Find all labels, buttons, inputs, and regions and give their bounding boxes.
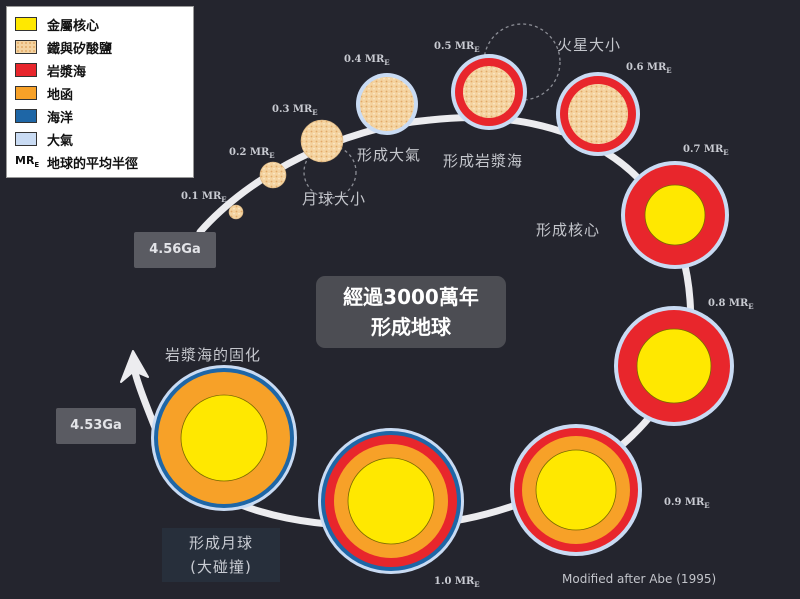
atmosphere-label: 形成大氣 <box>357 146 422 164</box>
planet-0.9 <box>510 424 642 556</box>
legend-label: 大氣 <box>47 133 74 149</box>
legend-label: 地球的平均半徑 <box>47 156 139 172</box>
arrow-head <box>120 350 149 383</box>
iron-silicate-swatch <box>15 40 37 54</box>
mantle-swatch <box>15 86 37 100</box>
mre-label-0.1: 0.1 MRE <box>181 191 227 204</box>
credit-text: Modified after Abe (1995) <box>562 572 717 586</box>
legend-item: 金屬核心 <box>15 14 99 34</box>
center-line-1: 經過3000萬年 <box>343 285 479 309</box>
planet-0.7 <box>621 161 729 269</box>
legend-label: 金屬核心 <box>47 18 100 34</box>
mre-label-0.2: 0.2 MRE <box>229 147 275 160</box>
legend-item: 鐵與矽酸鹽 <box>15 37 112 57</box>
magma-ocean-label: 形成岩漿海 <box>443 152 524 170</box>
center-line-2: 形成地球 <box>371 315 451 339</box>
legend-item: 大氣 <box>15 129 73 149</box>
legend-label: 海洋 <box>47 110 74 126</box>
mre-label-1.0: 1.0 MRE <box>434 576 480 589</box>
mars-size-outline <box>483 23 561 101</box>
core-formation-label: 形成核心 <box>536 221 601 239</box>
mre-label-0.3: 0.3 MRE <box>272 104 318 117</box>
legend-item: MRE 地球的平均半徑 <box>15 152 138 172</box>
mre-label-0.7: 0.7 MRE <box>683 144 729 157</box>
planet-solidified <box>151 365 297 511</box>
planet-0.8 <box>614 306 734 426</box>
mre-label-0.6: 0.6 MRE <box>626 62 672 75</box>
moon-formation-label: 形成月球 (大碰撞) <box>162 528 280 582</box>
mre-label-0.4: 0.4 MRE <box>344 54 390 67</box>
magma-ocean-swatch <box>15 63 37 77</box>
planet-0.6 <box>556 72 640 156</box>
end-time-box: 4.53Ga <box>56 408 136 444</box>
legend-item: 地函 <box>15 83 73 103</box>
mre-label-0.8: 0.8 MRE <box>708 298 754 311</box>
moon-size-label: 月球大小 <box>302 190 367 208</box>
mars-size-label: 火星大小 <box>557 36 622 54</box>
legend-label: 鐵與矽酸鹽 <box>47 41 113 57</box>
mre-label-0.9: 0.9 MRE <box>664 497 710 510</box>
planet-0.1 <box>228 204 244 220</box>
center-caption: 經過3000萬年 形成地球 <box>316 276 506 348</box>
planet-1.0 <box>318 428 464 574</box>
mre-label-0.5: 0.5 MRE <box>434 41 480 54</box>
atmosphere-swatch <box>15 132 37 146</box>
moon-formation-line-2: (大碰撞) <box>190 558 252 576</box>
mre-symbol: MRE <box>15 154 40 170</box>
metal-core-swatch <box>15 17 37 31</box>
legend-item: 海洋 <box>15 106 73 126</box>
moon-formation-line-1: 形成月球 <box>188 534 253 552</box>
ocean-swatch <box>15 109 37 123</box>
planet-0.3 <box>300 119 344 163</box>
legend-label: 岩漿海 <box>47 64 87 80</box>
start-time-box: 4.56Ga <box>134 232 216 268</box>
planet-0.2 <box>259 161 287 189</box>
legend-label: 地函 <box>47 87 74 103</box>
planet-0.5 <box>451 54 527 130</box>
solidification-label: 岩漿海的固化 <box>165 346 262 364</box>
legend-item: 岩漿海 <box>15 60 86 80</box>
planet-0.4 <box>356 73 418 135</box>
legend: 金屬核心 鐵與矽酸鹽 岩漿海 地函 海洋 大氣 MRE 地球的平均半徑 <box>6 6 194 178</box>
